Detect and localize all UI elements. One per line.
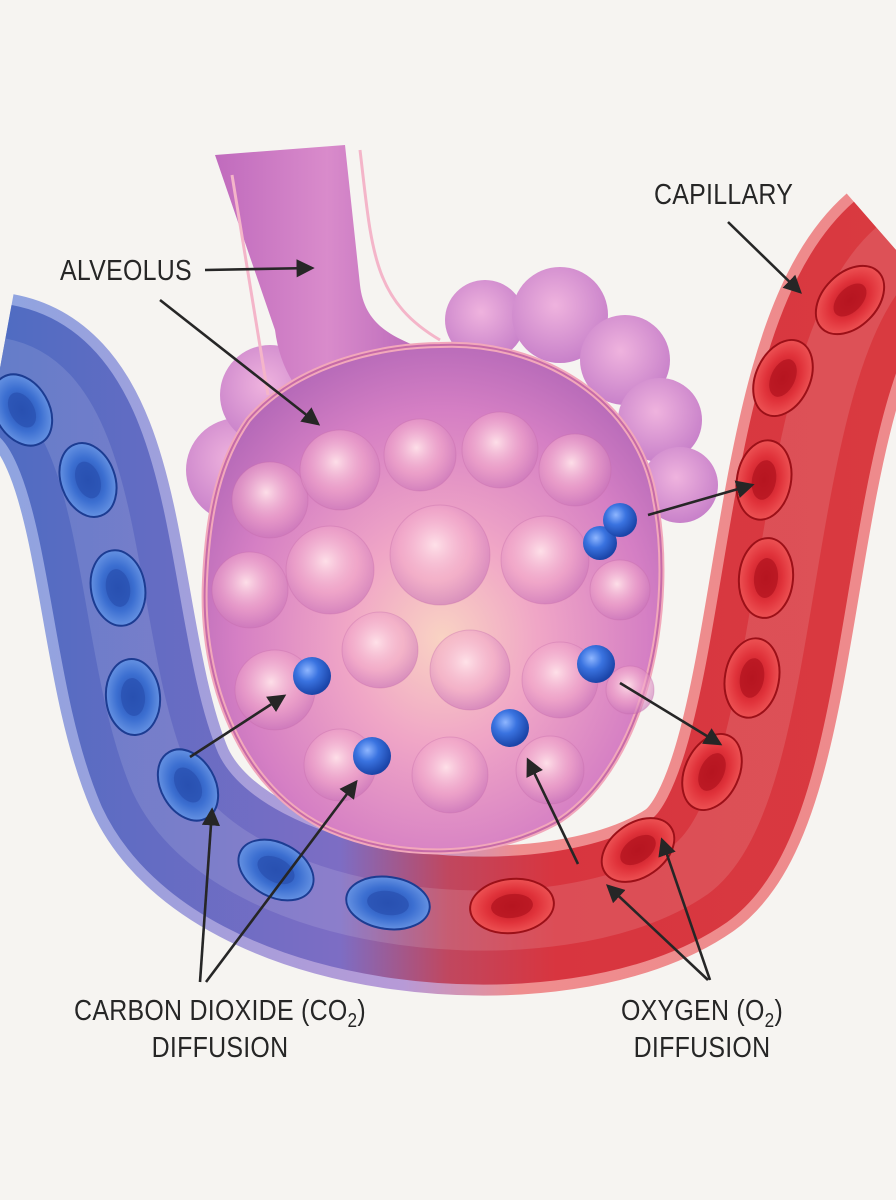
co2-diffusion-arrow xyxy=(189,694,287,759)
co2-diffusion-label: CARBON DIOXIDE (CO2) DIFFUSION xyxy=(57,994,384,1065)
gas-molecules xyxy=(293,503,637,775)
pointer-arrows xyxy=(159,221,802,983)
o2-diffusion-arrow xyxy=(526,757,580,865)
co2-label-arrow xyxy=(204,779,358,983)
o2-molecule xyxy=(603,503,637,537)
o2-label-arrow xyxy=(658,837,712,981)
deoxygenated-blood-cells xyxy=(0,373,431,931)
alveolus-arrow xyxy=(159,298,321,426)
co2-label-line2: DIFFUSION xyxy=(151,1032,289,1064)
oxygenated-blood-cells xyxy=(469,264,886,935)
co2-label-arrow xyxy=(198,807,221,983)
o2-label-line1: OXYGEN (O2) xyxy=(620,995,784,1032)
capillary-arrow xyxy=(727,221,802,294)
capillary-label: CAPILLARY xyxy=(654,179,794,211)
co2-label-line1: CARBON DIOXIDE (CO2) xyxy=(74,995,366,1032)
alveolus-arrow xyxy=(204,259,315,278)
o2-molecule xyxy=(583,526,617,560)
o2-label-arrow xyxy=(606,884,709,981)
alveolar-texture xyxy=(211,411,655,814)
o2-diffusion-label: OXYGEN (O2) DIFFUSION xyxy=(599,994,805,1065)
o2-label-line2: DIFFUSION xyxy=(633,1032,771,1064)
o2-diffusion-arrow xyxy=(619,681,723,746)
alveolus-label: ALVEOLUS xyxy=(60,255,192,287)
co2-molecule xyxy=(353,737,391,775)
o2-molecule xyxy=(577,645,615,683)
o2-molecule xyxy=(491,709,529,747)
o2-diffusion-arrow xyxy=(647,480,755,517)
co2-molecule xyxy=(293,657,331,695)
